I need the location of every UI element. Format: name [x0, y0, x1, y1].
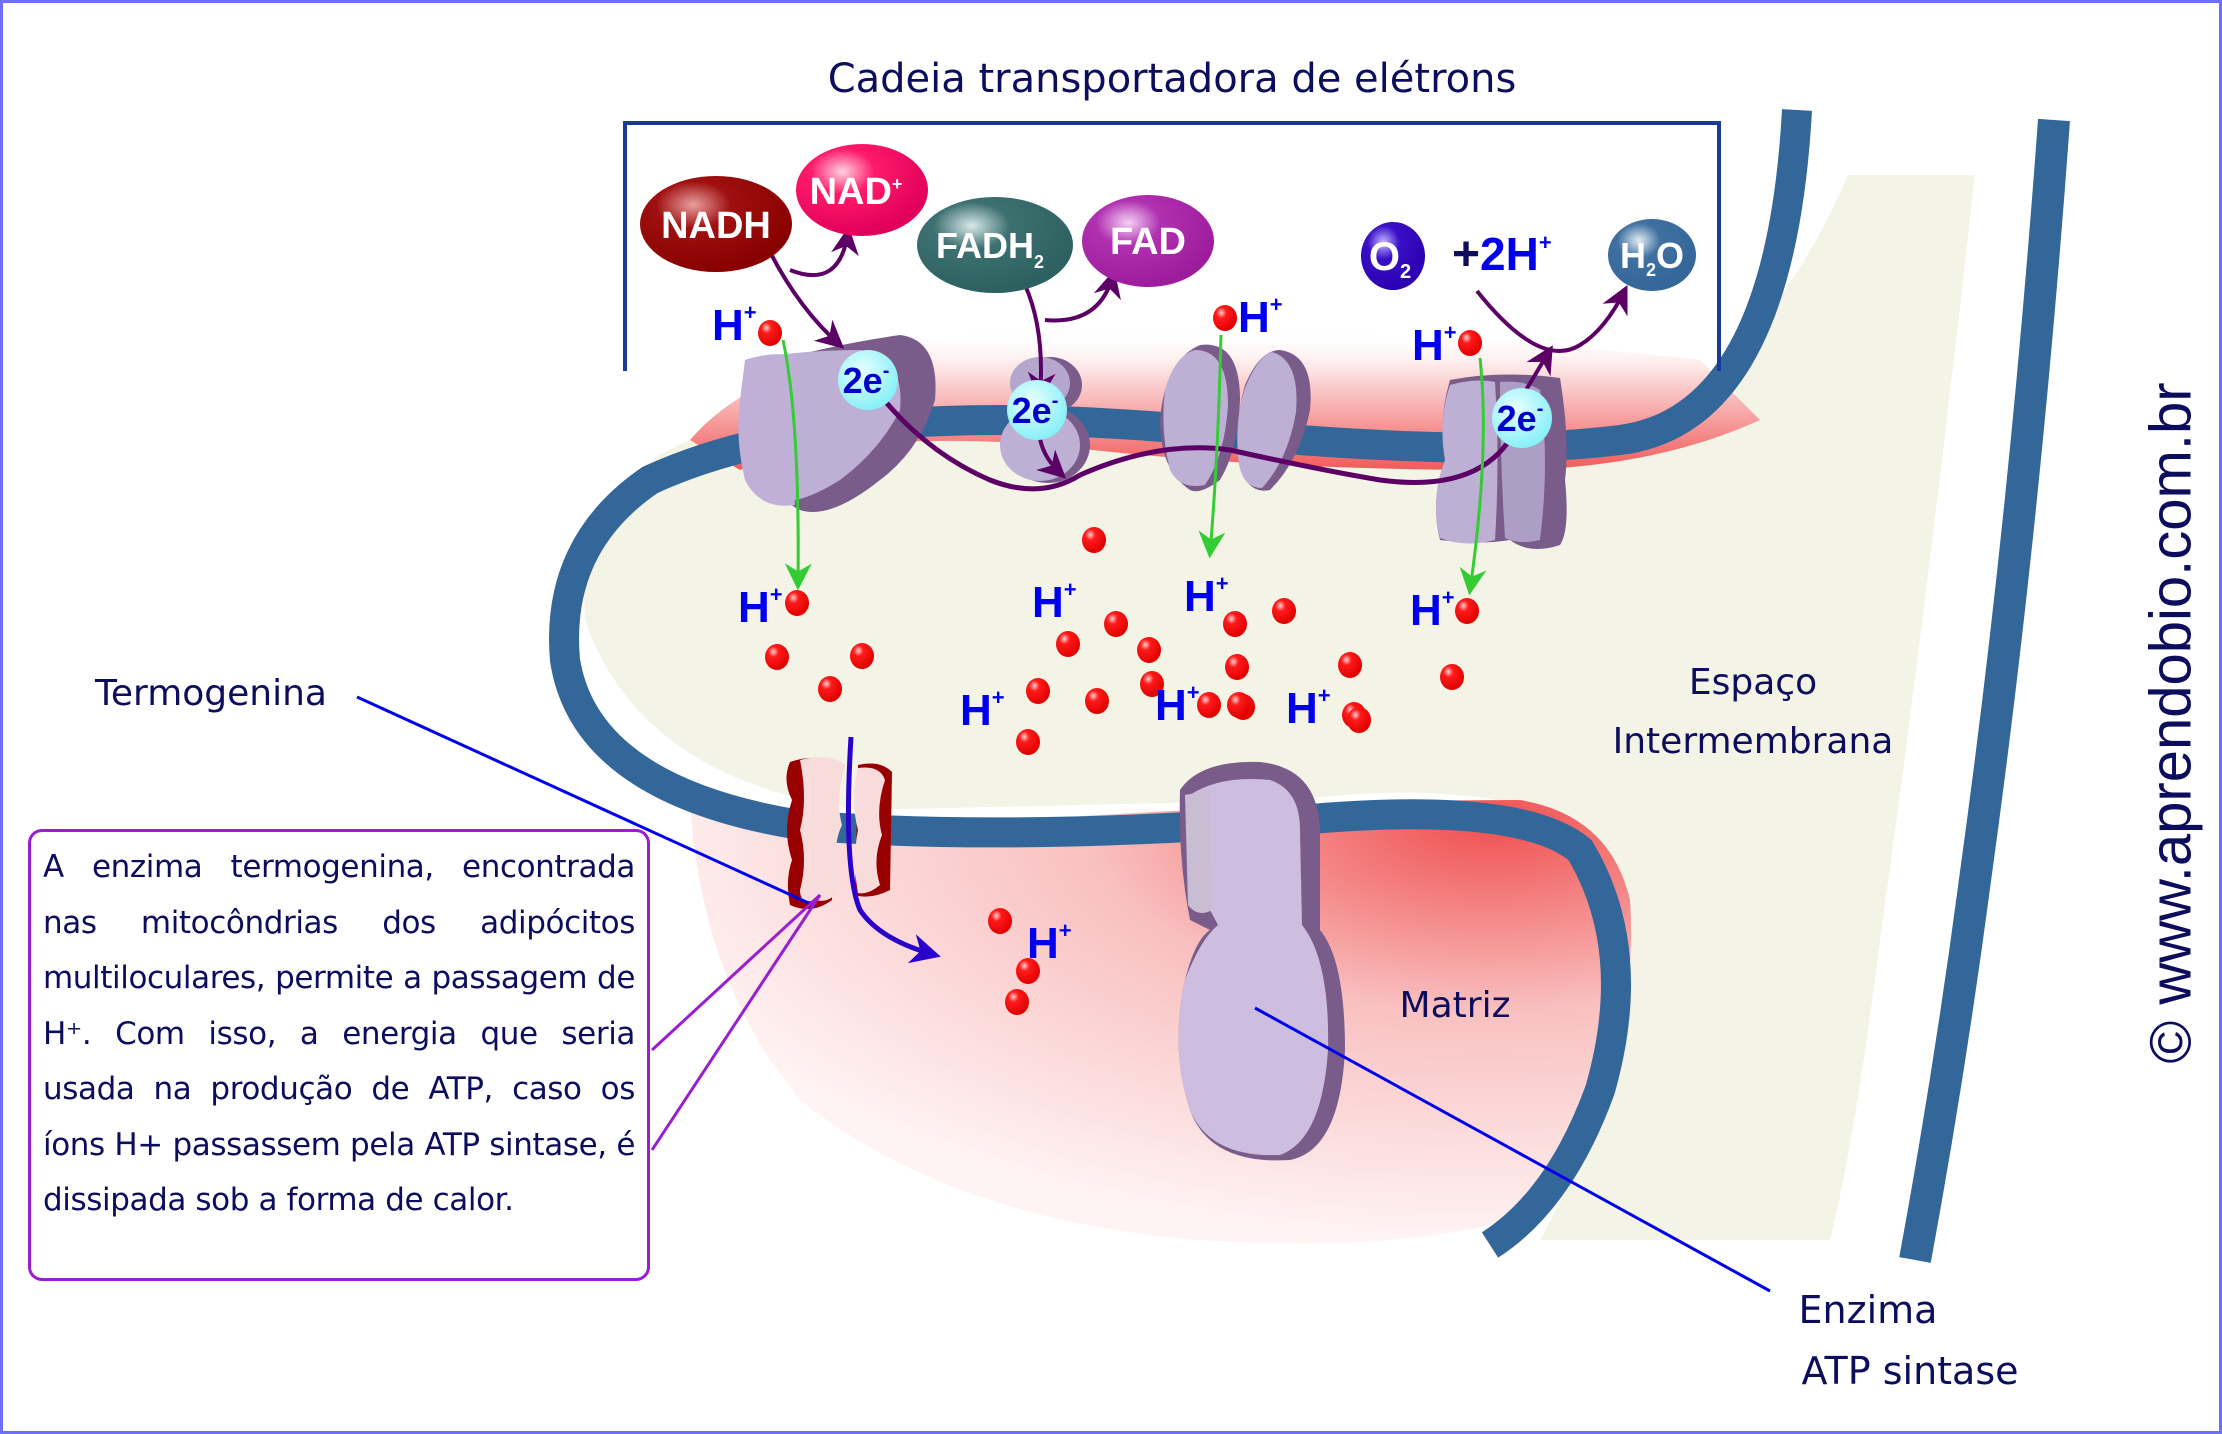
- proton-dot: [1458, 330, 1482, 356]
- proton-dot: [1225, 654, 1249, 680]
- atp-sintase-label: ATP sintase: [1801, 1349, 2018, 1393]
- proton-label: H+: [738, 582, 783, 632]
- intermembrana-label: Intermembrana: [1613, 721, 1894, 762]
- proton-dot: [1197, 692, 1221, 718]
- matrix-region-bottom: [690, 800, 1632, 1244]
- nadh-molecule: NADH: [640, 176, 792, 272]
- proton-dot: [785, 590, 809, 616]
- watermark: © www.aprendobio.com.br: [2138, 382, 2204, 1064]
- proton-dot: [1223, 611, 1247, 637]
- proton-label: H+: [1238, 292, 1283, 342]
- info-box: A enzima termogenina, encontrada nas mit…: [28, 829, 650, 1281]
- two-protons-label: 2H+: [1480, 228, 1552, 280]
- proton-pump-arrow-complex-i: [781, 339, 812, 591]
- proton-dot: [1455, 598, 1479, 624]
- termogenina-label: Termogenina: [94, 673, 327, 714]
- arrow-to-fad: [1044, 269, 1121, 323]
- proton-label: H+: [1410, 585, 1455, 635]
- water-molecule: H2O: [1608, 219, 1696, 291]
- proton-label: H+: [1184, 571, 1229, 621]
- chain-title: Cadeia transportadora de elétrons: [828, 56, 1517, 102]
- termogenina-leader-line: [356, 695, 816, 908]
- fadh2-label: FADH2: [936, 225, 1044, 272]
- matriz-label: Matriz: [1400, 985, 1511, 1026]
- electron-path: [867, 380, 1523, 492]
- proton-dot: [1104, 611, 1128, 637]
- proton-dot: [1005, 989, 1029, 1015]
- arrow-nadh-to-complex-i: [768, 251, 845, 349]
- thermogenin-protein: [786, 756, 892, 909]
- proton-dot: [1016, 958, 1040, 984]
- proton-pump-arrow-complex-iv: [1459, 357, 1487, 596]
- proton-label: H+: [1412, 320, 1457, 370]
- proton-dot: [1082, 527, 1106, 553]
- svg-text:2e-: 2e-: [1012, 390, 1059, 431]
- electron-pair-carrier: 2e-: [1492, 388, 1552, 448]
- proton-dot: [1272, 598, 1296, 624]
- proton-dot: [1016, 729, 1040, 755]
- proton-dot: [1440, 664, 1464, 690]
- proton-label: H+: [1286, 683, 1331, 733]
- outer-membrane: [1899, 118, 2070, 1263]
- proton-label: H+: [960, 685, 1005, 735]
- chain-bracket: [623, 121, 1721, 371]
- info-text: A enzima termogenina, encontrada nas mit…: [43, 849, 635, 1218]
- fad-label: FAD: [1110, 221, 1186, 263]
- proton-label: H+: [1155, 680, 1200, 730]
- proton-dot: [1227, 692, 1251, 718]
- electron-pair-carrier: 2e-: [1007, 380, 1067, 440]
- fadh2-molecule: FADH2: [917, 197, 1073, 293]
- proton-dot: [1026, 678, 1050, 704]
- proton-dot: [1085, 688, 1109, 714]
- proton-dot: [1056, 631, 1080, 657]
- espaco-label: Espaço: [1689, 662, 1817, 703]
- oxygen-molecule: O2: [1361, 222, 1425, 290]
- proton-label: H+: [712, 300, 757, 350]
- atp-synthase-leader-line: [1254, 1006, 1771, 1293]
- proton-dot: [758, 320, 782, 346]
- infobox-pointer: [650, 893, 822, 1151]
- nad-molecule: NAD+: [796, 144, 928, 236]
- thermogenin-proton-path-arrow: [845, 736, 941, 964]
- svg-text:2e-: 2e-: [1497, 398, 1544, 439]
- plus-sign: +: [1452, 228, 1480, 281]
- proton-dot: [765, 644, 789, 670]
- fad-molecule: FAD: [1082, 195, 1214, 287]
- arrow-oxygen-to-water: [1475, 284, 1628, 353]
- electron-pair-carrier: 2e-: [838, 350, 898, 410]
- nad-label: NAD+: [810, 171, 903, 213]
- arrow-to-nad: [789, 226, 859, 277]
- proton-dot: [988, 908, 1012, 934]
- nadh-label: NADH: [661, 205, 771, 247]
- atp-synthase-protein: [1178, 761, 1345, 1161]
- proton-dot: [1347, 707, 1371, 733]
- proton-dot: [1140, 671, 1164, 697]
- proton-label: H+: [1032, 577, 1077, 627]
- proton-dot: [850, 643, 874, 669]
- proton-dot: [818, 676, 842, 702]
- proton-pump-arrow-complex-iii: [1198, 334, 1226, 559]
- svg-text:2e-: 2e-: [843, 360, 890, 401]
- proton-dot: [1137, 637, 1161, 663]
- proton-label: H+: [1027, 918, 1072, 968]
- proton-dot: [1338, 652, 1362, 678]
- enzima-label: Enzima: [1799, 1288, 1938, 1332]
- water-label: H2O: [1620, 235, 1684, 280]
- proton-dot: [1213, 305, 1237, 331]
- oxygen-label: O2: [1369, 235, 1411, 283]
